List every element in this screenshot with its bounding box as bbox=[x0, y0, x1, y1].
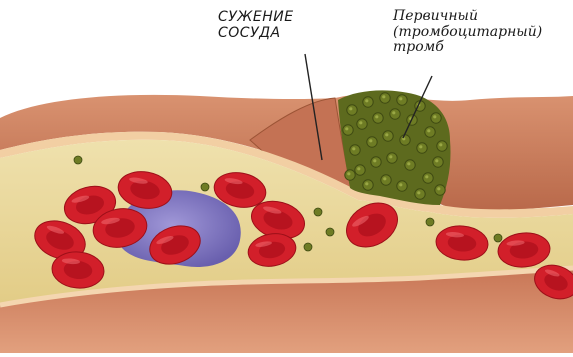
platelet bbox=[433, 157, 443, 167]
free-platelet bbox=[314, 208, 322, 216]
platelet bbox=[363, 97, 373, 107]
platelet-highlight bbox=[345, 127, 348, 130]
platelet bbox=[373, 113, 383, 123]
platelet bbox=[400, 135, 410, 145]
platelet bbox=[417, 143, 427, 153]
platelet-highlight bbox=[407, 162, 410, 165]
free-platelet bbox=[326, 228, 334, 236]
platelet-highlight bbox=[357, 167, 360, 170]
platelet-highlight bbox=[359, 121, 362, 124]
label-primary-thrombus: Первичный (тромбоцитарный) тромб bbox=[393, 9, 542, 56]
platelet-highlight bbox=[389, 155, 392, 158]
label-narrowing-line2: СОСУДА bbox=[218, 26, 294, 42]
platelet-highlight bbox=[419, 145, 422, 148]
platelet bbox=[431, 113, 441, 123]
free-platelet bbox=[304, 243, 312, 251]
platelet-highlight bbox=[365, 99, 368, 102]
free-platelet bbox=[426, 218, 434, 226]
label-thrombus-line3: тромб bbox=[393, 40, 542, 56]
platelet bbox=[347, 105, 357, 115]
platelet-highlight bbox=[375, 115, 378, 118]
label-thrombus-line1: Первичный bbox=[393, 9, 542, 25]
platelet-highlight bbox=[369, 139, 372, 142]
platelet bbox=[343, 125, 353, 135]
platelet bbox=[381, 175, 391, 185]
label-narrowing-line1: СУЖЕНИЕ bbox=[218, 10, 294, 26]
platelet bbox=[350, 145, 360, 155]
platelet bbox=[345, 170, 355, 180]
platelet-highlight bbox=[373, 159, 376, 162]
platelet-highlight bbox=[399, 97, 402, 100]
platelet bbox=[415, 189, 425, 199]
platelet-highlight bbox=[399, 183, 402, 186]
platelet-highlight bbox=[437, 187, 440, 190]
free-platelet bbox=[201, 183, 209, 191]
platelet bbox=[367, 137, 377, 147]
platelet bbox=[383, 131, 393, 141]
platelet bbox=[397, 95, 407, 105]
platelet bbox=[425, 127, 435, 137]
platelet bbox=[380, 93, 390, 103]
platelet-highlight bbox=[433, 115, 436, 118]
platelet bbox=[355, 165, 365, 175]
platelet bbox=[437, 141, 447, 151]
platelet-highlight bbox=[352, 147, 355, 150]
label-thrombus-line2: (тромбоцитарный) bbox=[393, 25, 542, 41]
platelet-highlight bbox=[417, 191, 420, 194]
platelet bbox=[357, 119, 367, 129]
platelet bbox=[405, 160, 415, 170]
platelet bbox=[397, 181, 407, 191]
platelet-highlight bbox=[347, 172, 350, 175]
platelet-highlight bbox=[349, 107, 352, 110]
platelet-highlight bbox=[382, 95, 385, 98]
platelet bbox=[435, 185, 445, 195]
platelet-highlight bbox=[383, 177, 386, 180]
platelet bbox=[363, 180, 373, 190]
platelet bbox=[390, 109, 400, 119]
label-vessel-narrowing: СУЖЕНИЕ СОСУДА bbox=[218, 10, 294, 41]
free-platelet bbox=[74, 156, 82, 164]
platelet-highlight bbox=[439, 143, 442, 146]
platelet-highlight bbox=[425, 175, 428, 178]
platelet-highlight bbox=[392, 111, 395, 114]
platelet bbox=[371, 157, 381, 167]
free-platelet bbox=[494, 234, 502, 242]
platelet bbox=[423, 173, 433, 183]
platelet bbox=[387, 153, 397, 163]
platelet-highlight bbox=[385, 133, 388, 136]
platelet-highlight bbox=[427, 129, 430, 132]
platelet-highlight bbox=[365, 182, 368, 185]
platelet-highlight bbox=[435, 159, 438, 162]
